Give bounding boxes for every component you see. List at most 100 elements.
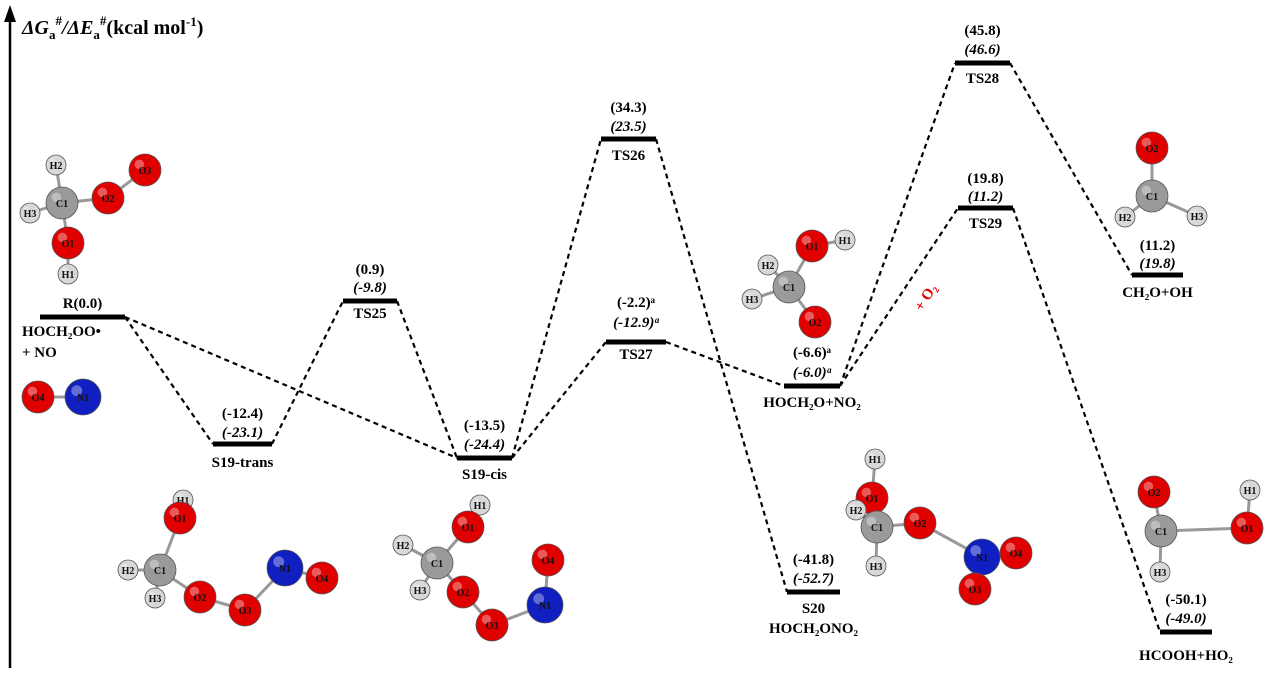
atom-O2 — [1137, 475, 1171, 509]
atom-H2 — [117, 559, 139, 581]
level-name: TS25 — [353, 306, 386, 322]
level-dG: (11.2) — [1140, 238, 1175, 254]
atom-C1 — [45, 186, 79, 220]
atom-label: O2 — [457, 588, 470, 599]
atom-label: H3 — [870, 562, 883, 573]
atom-label: O4 — [542, 556, 555, 567]
atom-C1 — [860, 510, 894, 544]
level-dG: (45.8) — [964, 23, 1000, 39]
atom-label: C1 — [154, 566, 166, 577]
atom-N1 — [526, 586, 564, 624]
atom-label: O1 — [1241, 524, 1254, 535]
atom-H1 — [469, 494, 491, 516]
level-dG: (0.9) — [356, 262, 385, 278]
level-dE: (-49.0) — [1165, 611, 1206, 627]
atom-H2 — [845, 499, 867, 521]
atom-O4 — [21, 380, 55, 414]
level-name: TS27 — [619, 347, 653, 363]
atom-C1 — [143, 553, 177, 587]
atom-C1 — [420, 546, 454, 580]
atom-H3 — [741, 288, 763, 310]
connection-TS29-P3 — [1011, 207, 1162, 633]
atom-label: H3 — [1191, 212, 1204, 223]
atom-H2 — [392, 534, 414, 556]
connection-S19c-TS27 — [511, 341, 607, 459]
level-name: S19-cis — [462, 467, 507, 483]
atom-O1 — [51, 226, 85, 260]
atom-label: O1 — [866, 494, 879, 505]
atom-label: O4 — [316, 574, 329, 585]
level-species: HOCH₂ONO₂ — [769, 621, 858, 637]
atom-label: O3 — [486, 621, 499, 632]
level-dG: (34.3) — [610, 100, 646, 116]
atom-O3 — [128, 153, 162, 187]
y-axis-label: ΔGa#/ΔEa#(kcal mol-1) — [21, 13, 203, 42]
level-dE: (11.2) — [968, 189, 1003, 205]
atom-label: C1 — [783, 283, 795, 294]
level-name: S20 — [802, 601, 825, 617]
atom-label: N1 — [77, 393, 89, 404]
atom-H2 — [45, 154, 67, 176]
atom-label: N1 — [976, 553, 988, 564]
level-dE: (-12.9)ᵃ — [613, 315, 659, 331]
atom-O4 — [999, 536, 1033, 570]
level-species: HOCH₂OO• — [22, 324, 101, 340]
atom-label: O3 — [969, 585, 982, 596]
connections — [124, 62, 1162, 633]
atom-O1 — [1230, 511, 1264, 545]
level-dE: (-23.1) — [222, 425, 263, 441]
atom-O3 — [958, 572, 992, 606]
atom-label: C1 — [1155, 527, 1167, 538]
atom-label: O2 — [914, 519, 927, 530]
level-name: TS28 — [966, 71, 999, 87]
atom-label: H2 — [850, 506, 863, 517]
atom-label: O1 — [462, 523, 475, 534]
atom-C1 — [1144, 514, 1178, 548]
level-dE: (23.5) — [610, 119, 646, 135]
atom-label: O1 — [806, 242, 819, 253]
level-dE: (19.8) — [1139, 256, 1175, 272]
y-axis-arrow-icon — [4, 5, 16, 22]
atom-label: O1 — [62, 239, 75, 250]
atom-C1 — [1135, 179, 1169, 213]
atom-label: H1 — [474, 501, 487, 512]
atom-H3 — [1186, 205, 1208, 227]
atom-label: O2 — [1146, 144, 1159, 155]
atom-label: H1 — [869, 455, 882, 466]
atom-label: H2 — [122, 566, 135, 577]
level-dE: (-6.0)ᵃ — [793, 365, 832, 381]
connection-TS26-S20 — [654, 138, 789, 593]
atom-label: O2 — [102, 194, 115, 205]
atom-label: H1 — [177, 496, 190, 507]
atom-H1 — [1239, 479, 1261, 501]
atom-N1 — [64, 378, 102, 416]
atom-O3 — [228, 593, 262, 627]
atom-H1 — [864, 448, 886, 470]
atom-O1 — [451, 510, 485, 544]
atom-O4 — [531, 543, 565, 577]
atom-label: O2 — [1148, 488, 1161, 499]
atom-label: C1 — [56, 199, 68, 210]
level-dE: (46.6) — [964, 42, 1000, 58]
level-dE: (-52.7) — [793, 571, 834, 587]
atom-H3 — [19, 202, 41, 224]
atom-label: N1 — [279, 564, 291, 575]
atom-label: H2 — [1119, 213, 1132, 224]
atom-H2 — [1114, 206, 1136, 228]
atom-O2 — [1135, 131, 1169, 165]
atom-N1 — [266, 549, 304, 587]
atom-label: H1 — [62, 270, 75, 281]
atom-label: H3 — [414, 586, 427, 597]
connection-P1-TS28 — [838, 62, 957, 387]
connection-TS27-P1 — [665, 340, 785, 388]
atom-label: O2 — [809, 318, 822, 329]
atom-O2 — [91, 181, 125, 215]
atom-H3 — [865, 555, 887, 577]
